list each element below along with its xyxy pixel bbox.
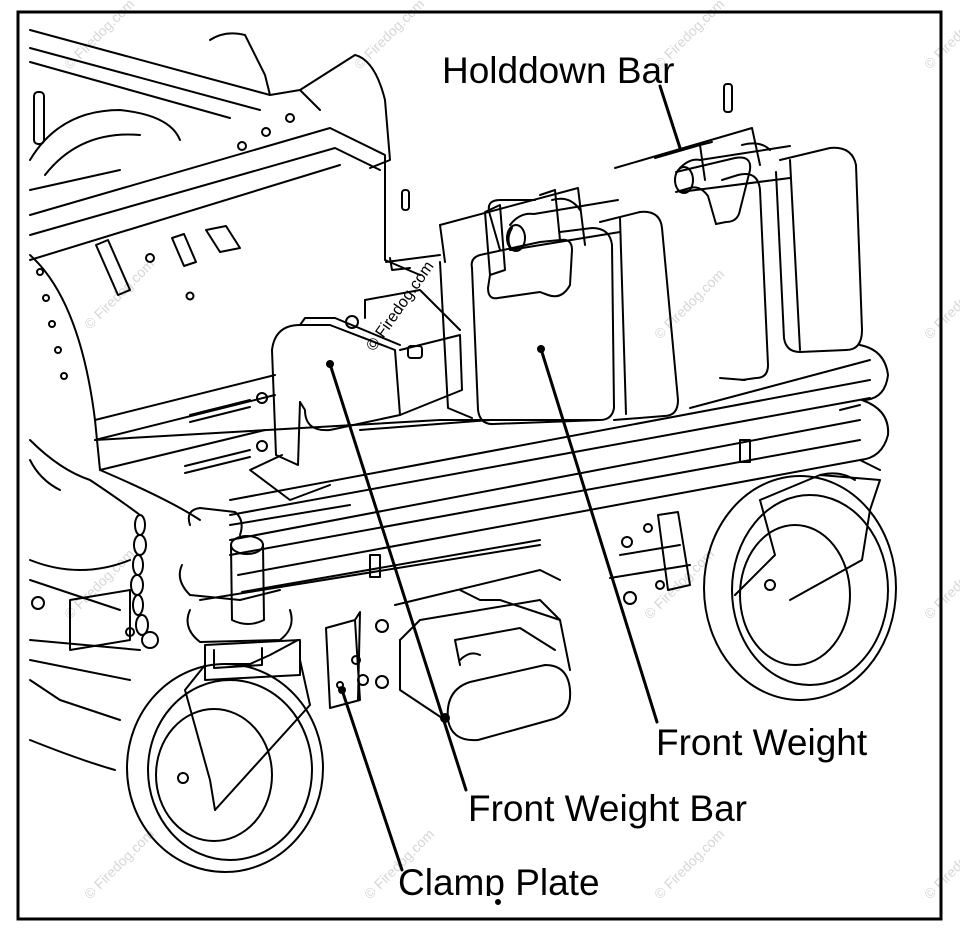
left-caster-wheel [126, 507, 324, 873]
line-art [29, 29, 897, 905]
front-weight-bar-label: Front Weight Bar [468, 788, 747, 829]
seat-assembly [29, 29, 391, 191]
holddown-bar-label: Holddown Bar [442, 50, 675, 91]
right-caster-wheel [609, 459, 897, 701]
front-weight-label: Front Weight [656, 722, 868, 763]
clamp-plate-label: Clamp Plate [398, 864, 600, 896]
figure-border [16, 10, 943, 921]
leader-clamp-plate [340, 688, 404, 872]
leader-holddown-bar [658, 84, 682, 150]
front-weight-right [614, 127, 863, 381]
mower-body [29, 113, 421, 474]
leader-front-weight [539, 347, 659, 724]
clamp-plate [325, 569, 571, 721]
front-weight-left [439, 187, 679, 426]
holddown-bar [385, 83, 791, 419]
weight-tray-frame [94, 344, 890, 601]
safety-chain [29, 439, 159, 771]
front-weight-bar [249, 289, 463, 501]
